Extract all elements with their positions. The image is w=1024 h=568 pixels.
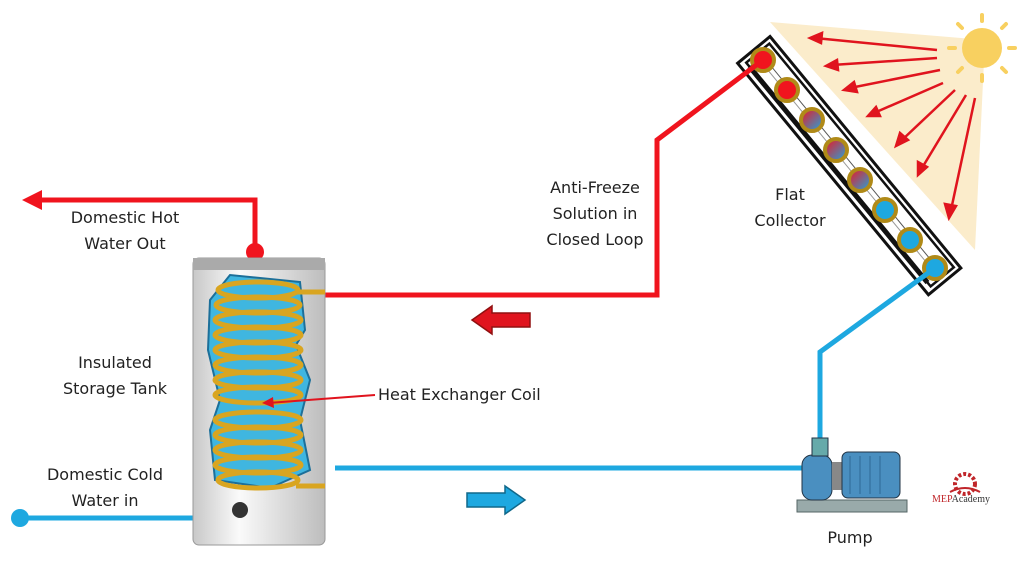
sunlight-beam (770, 22, 985, 250)
mep-academy-logo: MEPAcademy (932, 494, 990, 505)
coil-pointer-arrowhead (262, 397, 274, 408)
cold-in-connection (11, 509, 29, 527)
heat-exchanger-coil (212, 279, 325, 491)
pump-label: Pump (827, 528, 873, 547)
coil-label-pointer (267, 394, 376, 404)
flow-arrow-right-icon (466, 484, 527, 516)
hot-out-connection (246, 243, 264, 261)
sun-icon (947, 13, 1017, 83)
heat-exchanger-coil-label: Heat Exchanger Coil (378, 385, 541, 404)
flow-arrow-left-icon (470, 304, 531, 336)
sun-ray-arrows (806, 31, 977, 222)
mep-academy-logo-icon (949, 472, 981, 496)
hot-out-arrowhead (22, 190, 42, 210)
hot-water-out-pipe (40, 197, 258, 250)
pump (796, 437, 908, 513)
cold-loop-pipe (817, 265, 937, 440)
hot-loop-pipe (320, 58, 765, 298)
